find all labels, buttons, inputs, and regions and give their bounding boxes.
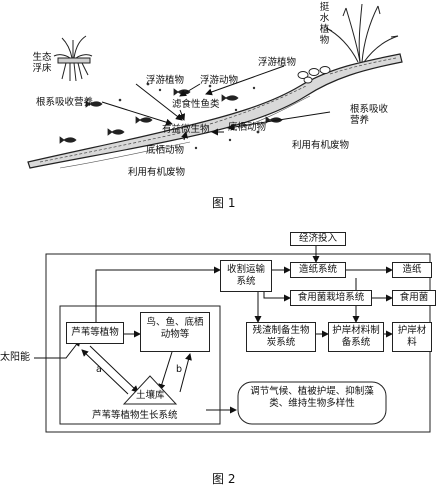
soil-label: 土壤库 (136, 390, 165, 401)
soil-triangle (122, 375, 178, 405)
economic-input-text: 经济投入 (298, 233, 337, 244)
functions-box (237, 381, 387, 425)
label-root-nutrient-left: 根系吸收营养 (36, 97, 94, 108)
paper-text: 造纸 (402, 264, 422, 275)
figure1-arrows (101, 65, 331, 141)
sun-energy-label: 太阳能 (0, 352, 30, 363)
growth-system-box (59, 305, 221, 425)
label-zooplankton: 浮游动物 (200, 75, 239, 86)
bank-material-box: 护岸材料 (392, 322, 432, 352)
paper-system-box: 造纸系统 (290, 262, 346, 278)
figure1-caption: 图 1 (212, 196, 236, 210)
harvest-text: 收割运输系统 (226, 264, 265, 287)
label-root-nutrient-right: 根系吸收营养 (350, 104, 389, 126)
mushroom-box: 食用菌 (392, 290, 436, 306)
biochar-system-box: 残渣制备生物炭系统 (246, 322, 316, 352)
mushroom-system-box: 食用菌栽培系统 (290, 290, 372, 306)
floating-bed-drawing (53, 35, 93, 82)
label-phytoplankton-right: 浮游植物 (258, 57, 297, 68)
bank-material-system-box: 护岸材料制备系统 (328, 322, 384, 352)
paper-system-text: 造纸系统 (298, 264, 337, 275)
bank-material-text: 护岸材料 (397, 325, 427, 348)
label-benthic-right: 底栖动物 (228, 122, 267, 133)
arrow-a-label: a (96, 364, 102, 375)
label-emergent-plant: 挺水植物 (319, 2, 330, 46)
functions-text: 调节气候、植被护堤、抑制藻类、维持生物多样性 (250, 386, 374, 409)
figure2-caption: 图 2 (212, 472, 236, 486)
paper-box: 造纸 (392, 262, 432, 278)
arrow-b-label: b (176, 364, 183, 375)
mushroom-text: 食用菌 (399, 292, 429, 303)
animals-box: 鸟、鱼、底栖动物等 (140, 312, 210, 352)
label-organic-waste-left: 利用有机废物 (128, 167, 186, 178)
mushroom-system-text: 食用菌栽培系统 (297, 292, 365, 303)
reed-box: 芦苇等植物 (66, 322, 124, 344)
label-benthic-left: 底栖动物 (146, 145, 185, 156)
reed-text: 芦苇等植物 (71, 327, 119, 338)
emergent-plant-drawing (325, 3, 399, 63)
label-phytoplankton: 浮游植物 (146, 75, 185, 86)
plankton-dots (118, 82, 260, 150)
floating-plants (297, 66, 331, 84)
growth-system-label: 芦苇等植物生长系统 (92, 410, 178, 421)
label-organic-waste-right: 利用有机废物 (292, 140, 350, 151)
label-filter-feeding-fish: 滤食性鱼类 (172, 99, 220, 110)
bank-material-system-text: 护岸材料制备系统 (332, 325, 380, 348)
label-floating-bed: 生态浮床 (32, 52, 52, 74)
economic-input-box: 经济投入 (290, 232, 346, 246)
animals-text: 鸟、鱼、底栖动物等 (146, 317, 204, 340)
harvest-box: 收割运输系统 (220, 260, 272, 292)
biochar-system-text: 残渣制备生物炭系统 (252, 325, 310, 348)
label-beneficial-microbes: 有益微生物 (162, 124, 210, 135)
